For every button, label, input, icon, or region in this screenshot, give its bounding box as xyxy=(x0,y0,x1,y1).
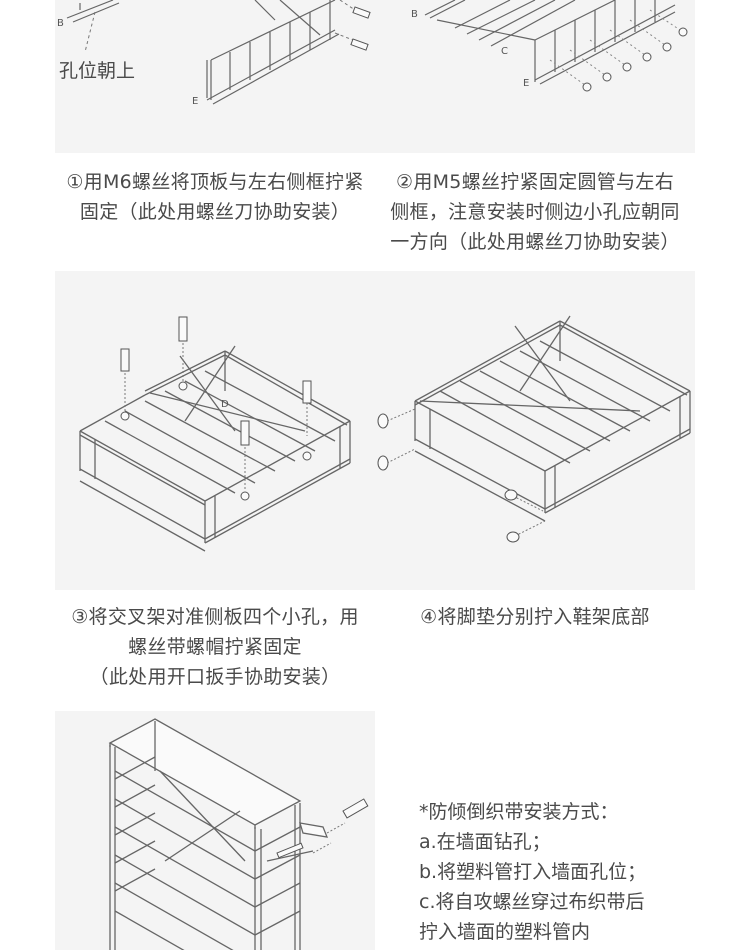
label-d: D xyxy=(221,399,229,410)
diagram-step-1: B E xyxy=(55,0,375,153)
diagram-step-3: D xyxy=(55,271,375,590)
hole-orientation-note: 孔位朝上 xyxy=(59,60,136,82)
diagram-step-3-drawing: D xyxy=(79,316,351,552)
label-e: E xyxy=(192,96,198,107)
anti-tip-step-c: c.将自攻螺丝穿过布织带后 xyxy=(419,891,645,913)
step-3-line-2: 螺丝带螺帽拧紧固定 xyxy=(128,636,302,658)
diagram-step-2-drawing: B C E xyxy=(411,0,688,92)
step-2-caption: ②用M5螺丝拧紧固定圆管与左右 侧框，注意安装时侧边小孔应朝同 一方向（此处用螺… xyxy=(375,167,695,257)
diagram-step-1-drawing: B E xyxy=(57,0,371,107)
diagram-step-2: B C E xyxy=(375,0,695,153)
label-b: B xyxy=(57,18,64,29)
step-1-line-2: 固定（此处用螺丝刀协助安装） xyxy=(79,201,351,223)
diagram-step-4 xyxy=(375,271,695,590)
step-3-caption: ③将交叉架对准侧板四个小孔，用 螺丝带螺帽拧紧固定 （此处用开口扳手协助安装） xyxy=(55,602,375,692)
anti-tip-instructions: *防倾倒织带安装方式： a.在墙面钻孔； b.将塑料管打入墙面孔位； c.将自攻… xyxy=(419,797,646,947)
step-1-caption: ①用M6螺丝将顶板与左右侧框拧紧 固定（此处用螺丝刀协助安装） xyxy=(55,167,375,227)
step-2-line-1: ②用M5螺丝拧紧固定圆管与左右 xyxy=(395,171,674,193)
step-4-caption: ④将脚垫分别拧入鞋架底部 xyxy=(375,602,695,632)
diagram-anti-tip xyxy=(55,711,375,950)
step-1-line-1: ①用M6螺丝将顶板与左右侧框拧紧 xyxy=(66,171,364,193)
anti-tip-step-b: b.将塑料管打入墙面孔位； xyxy=(419,861,647,883)
step-3-line-3: （此处用开口扳手协助安装） xyxy=(89,666,341,688)
step-3-line-1: ③将交叉架对准侧板四个小孔，用 xyxy=(71,606,359,628)
diagram-step-4-drawing xyxy=(377,315,691,543)
anti-tip-step-c-cont: 拧入墙面的塑料管内 xyxy=(419,921,591,943)
step-2-line-2: 侧框，注意安装时侧边小孔应朝同 xyxy=(390,201,680,223)
step-2-line-3: 一方向（此处用螺丝刀协助安装） xyxy=(390,231,680,253)
label-e: E xyxy=(523,78,529,89)
label-c: C xyxy=(501,46,508,57)
label-b: B xyxy=(411,9,418,20)
anti-tip-step-a: a.在墙面钻孔； xyxy=(419,831,551,853)
anti-tip-title: *防倾倒织带安装方式： xyxy=(419,801,619,823)
diagram-anti-tip-drawing xyxy=(108,718,369,950)
step-4-line-1: ④将脚垫分别拧入鞋架底部 xyxy=(420,606,650,628)
